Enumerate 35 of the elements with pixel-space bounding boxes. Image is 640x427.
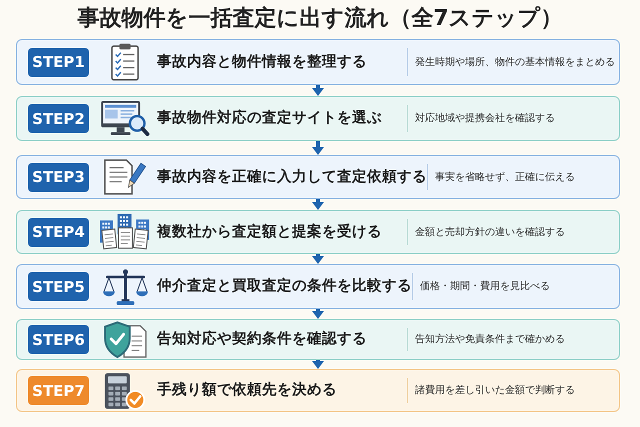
step-description: 事実を省略せず、正確に伝える [435, 170, 575, 184]
flow-arrow [312, 141, 324, 155]
step-card [16, 96, 620, 141]
step-title: 事故内容と物件情報を整理する [157, 52, 367, 72]
step-number-label: STEP4 [28, 218, 89, 246]
step-title: 事故物件対応の査定サイトを選ぶ [157, 109, 382, 128]
step-description: 発生時期や場所、物件の基本情報をまとめる [415, 56, 615, 68]
flow-arrow [312, 360, 324, 369]
step-description: 金額と売却方針の違いを確認する [415, 226, 565, 238]
flow-arrow [312, 254, 324, 264]
flow-arrow [312, 85, 324, 96]
step-description: 価格・期間・費用を見比べる [420, 280, 550, 293]
diagram-title: 事故物件を一括査定に出す流れ（全7ステップ） [77, 5, 563, 33]
step-title: 手残り額で依頼先を決める [157, 381, 337, 400]
step-card [16, 155, 620, 199]
step-card [16, 210, 620, 254]
step-title: 告知対応や契約条件を確認する [157, 330, 367, 349]
step-number-label: STEP1 [28, 48, 89, 76]
step-card [16, 264, 620, 309]
step-description: 対応地域や提携会社を確認する [415, 112, 555, 125]
step-number-label: STEP5 [28, 272, 89, 301]
step-number-label: STEP2 [28, 104, 89, 133]
step-number-label: STEP6 [28, 325, 89, 354]
step-card [16, 319, 620, 360]
step-title: 仲介査定と買取査定の条件を比較する [157, 277, 412, 296]
step-number-label: STEP7 [28, 376, 89, 405]
step-title: 複数社から査定額と提案を受ける [157, 222, 382, 242]
step-number-label: STEP3 [28, 162, 89, 192]
step-description: 告知方法や免責条件まで確かめる [415, 333, 565, 346]
step-title: 事故内容を正確に入力して査定依頼する [157, 168, 427, 186]
flow-arrow [312, 199, 324, 210]
flow-arrow [312, 309, 324, 319]
step-card [16, 369, 620, 412]
step-card [16, 39, 620, 85]
step-description: 諸費用を差し引いた金額で判断する [415, 384, 575, 397]
